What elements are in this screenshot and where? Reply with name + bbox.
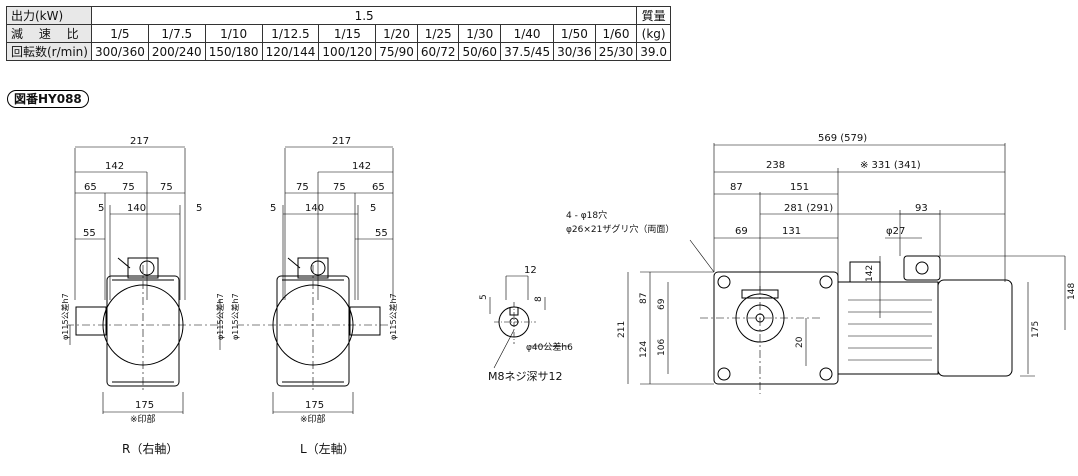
r-dim-175: 175	[135, 400, 154, 411]
speed-cell: 25/30	[594, 42, 638, 61]
speed-cell: 37.5/45	[500, 42, 555, 61]
r-dim-217: 217	[130, 136, 149, 147]
side-dim-87: 87	[730, 182, 743, 193]
r-shaft-dia-b: φ115公差h7	[215, 293, 225, 340]
speed-cell: 120/144	[261, 42, 320, 61]
side-dim-142: 142	[865, 265, 875, 282]
speed-cell: 75/90	[375, 42, 418, 61]
ratio-cell: 1/50	[553, 24, 596, 43]
ratio-cell: 1/12.5	[261, 24, 320, 43]
l-note: ※印部	[300, 413, 326, 425]
l-dim-5b: 5	[370, 203, 376, 214]
shaft-dim-8: 8	[534, 296, 544, 302]
side-dim-238: 238	[766, 160, 785, 171]
side-dim-148: 148	[1067, 283, 1077, 300]
l-dim-75b: 75	[333, 182, 346, 193]
side-dim-124: 124	[639, 341, 649, 358]
side-dim-87v: 87	[639, 293, 649, 304]
side-holes: 4 - φ18穴	[566, 209, 607, 221]
ratio-label: 減 速 比	[6, 24, 92, 43]
r-shaft-dia-a: φ115公差h7	[60, 293, 70, 340]
shaft-detail	[489, 275, 570, 369]
side-dim-69: 69	[735, 226, 748, 237]
mass-header-2: (kg)	[636, 24, 671, 43]
side-counterbore: φ26×21ザグリ穴（両面）	[566, 223, 674, 235]
r-dim-75a: 75	[122, 182, 135, 193]
figure-number: 図番HY088	[7, 90, 89, 108]
r-note: ※印部	[130, 413, 156, 425]
ratio-cell: 1/7.5	[147, 24, 206, 43]
l-dim-140: 140	[305, 203, 324, 214]
view-r-body	[66, 257, 220, 392]
r-dim-55: 55	[83, 228, 96, 239]
side-dim-175: 175	[1031, 321, 1041, 338]
r-dim-5b: 5	[196, 203, 202, 214]
side-dim-151: 151	[790, 182, 809, 193]
l-dim-5a: 5	[270, 203, 276, 214]
r-dim-142: 142	[105, 161, 124, 172]
speed-cell: 150/180	[204, 42, 263, 61]
shaft-dim-12: 12	[524, 265, 537, 276]
speed-cell: 100/120	[318, 42, 377, 61]
l-dim-55: 55	[375, 228, 388, 239]
side-view-body	[700, 255, 1013, 394]
l-shaft-dia-b: φ115公差h7	[388, 293, 398, 340]
view-l-caption: L（左軸）	[300, 441, 355, 456]
view-r-dim-lines	[69, 146, 221, 414]
shaft-dia: φ40公差h6	[526, 341, 573, 353]
speed-cell: 30/36	[553, 42, 596, 61]
r-dim-65: 65	[84, 182, 97, 193]
view-l-dim-lines	[272, 146, 394, 414]
l-dim-175: 175	[305, 400, 324, 411]
l-dim-217: 217	[332, 136, 351, 147]
side-dim-281: 281 (291)	[784, 203, 833, 214]
speed-cell: 200/240	[147, 42, 206, 61]
r-dim-75b: 75	[160, 182, 173, 193]
speed-cell: 60/72	[416, 42, 460, 61]
speed-label: 回転数(r/min)	[6, 42, 92, 61]
side-view-dim-lines	[627, 143, 1066, 385]
side-dim-211: 211	[617, 321, 627, 338]
side-dim-20: 20	[795, 336, 805, 348]
speed-cell: 300/360	[90, 42, 149, 61]
ratio-cell: 1/30	[458, 24, 502, 43]
l-shaft-dia-a: φ115公差h7	[230, 293, 240, 340]
output-label: 出力(kW)	[6, 6, 92, 25]
r-dim-140: 140	[127, 203, 146, 214]
l-dim-65: 65	[372, 182, 385, 193]
side-dim-131: 131	[782, 226, 801, 237]
l-dim-142: 142	[352, 161, 371, 172]
side-dim-331: ※ 331 (341)	[860, 160, 921, 171]
r-dim-5a: 5	[98, 203, 104, 214]
mass-value: 39.0	[636, 42, 671, 61]
l-dim-75a: 75	[296, 182, 309, 193]
view-r-caption: R（右軸）	[122, 441, 178, 456]
side-dim-69v: 69	[657, 298, 667, 310]
side-dim-569: 569 (579)	[818, 133, 867, 144]
side-dim-93: 93	[915, 203, 928, 214]
view-l-body	[236, 257, 392, 392]
table-row-output: 出力(kW) 1.5 質量	[6, 6, 671, 25]
shaft-tap: M8ネジ深サ12	[488, 370, 563, 383]
side-dim-106: 106	[657, 339, 667, 356]
shaft-dim-5: 5	[479, 294, 489, 300]
side-dim-27: φ27	[886, 226, 905, 237]
